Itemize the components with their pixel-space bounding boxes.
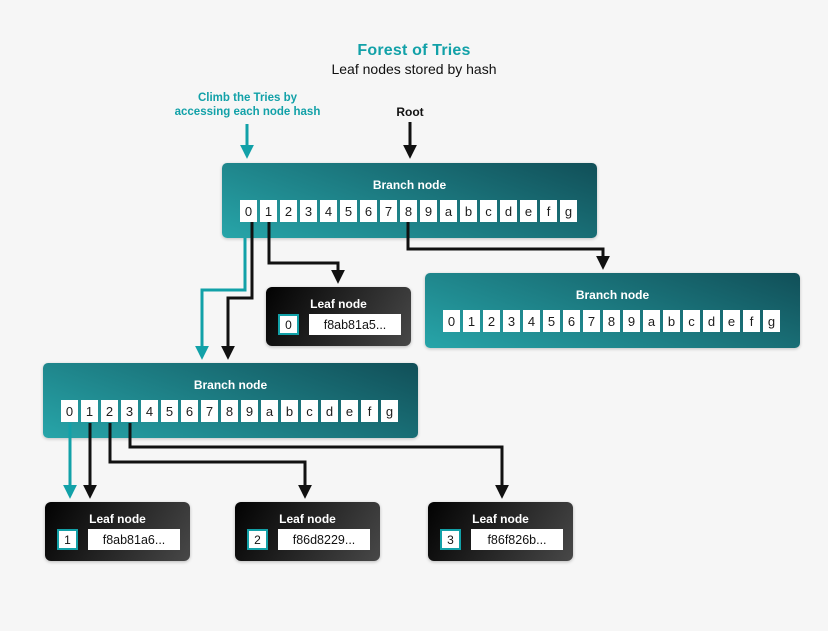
leaf-hash-box: f86f826b...	[471, 529, 563, 550]
hash-cell: 8	[400, 200, 417, 222]
hash-cell: d	[703, 310, 720, 332]
hash-cell: 2	[101, 400, 118, 422]
hash-cell: 3	[121, 400, 138, 422]
hash-cell: d	[321, 400, 338, 422]
hash-cell: 4	[141, 400, 158, 422]
hash-cell: 2	[280, 200, 297, 222]
hash-cell: a	[440, 200, 457, 222]
hash-cell: 9	[420, 200, 437, 222]
leaf-node-0: Leaf node 0 f8ab81a5...	[266, 287, 411, 346]
hash-cell: c	[683, 310, 700, 332]
leaf-hash-box: f86d8229...	[278, 529, 370, 550]
leaf-node-2: Leaf node 2 f86d8229...	[235, 502, 380, 561]
hash-cell: 9	[241, 400, 258, 422]
root-annotation: Root	[396, 105, 424, 119]
arrow-cell0-to-left-branch	[221, 222, 254, 360]
page-subtitle: Leaf nodes stored by hash	[331, 61, 497, 77]
hash-cell: g	[381, 400, 398, 422]
hash-cell: 4	[320, 200, 337, 222]
hash-cell: b	[281, 400, 298, 422]
leaf-hash-box: f8ab81a5...	[309, 314, 401, 335]
hash-cell: e	[341, 400, 358, 422]
hash-cell: e	[723, 310, 740, 332]
hash-cell: 9	[623, 310, 640, 332]
hash-cell: 4	[523, 310, 540, 332]
leaf-hash-box: f8ab81a6...	[88, 529, 180, 550]
hash-cell: 6	[181, 400, 198, 422]
leaf-index-box: 2	[247, 529, 268, 550]
climb-annotation: Climb the Tries by accessing each node h…	[120, 91, 375, 119]
hash-cell: 3	[300, 200, 317, 222]
climb-annotation-line2: accessing each node hash	[174, 106, 321, 118]
hash-cell: 0	[61, 400, 78, 422]
hash-cell: d	[500, 200, 517, 222]
hash-cell: b	[663, 310, 680, 332]
hash-cell: e	[520, 200, 537, 222]
hash-cell: 8	[221, 400, 238, 422]
hash-cell: 3	[503, 310, 520, 332]
hash-cell: 2	[483, 310, 500, 332]
hash-cell: 7	[380, 200, 397, 222]
leaf-node-label: Leaf node	[89, 512, 146, 526]
branch-node-label: Branch node	[193, 378, 268, 392]
leaf-node-label: Leaf node	[279, 512, 336, 526]
hash-cell: a	[261, 400, 278, 422]
hash-cell: 7	[583, 310, 600, 332]
hash-cell: c	[301, 400, 318, 422]
hash-cell: 7	[201, 400, 218, 422]
hash-cell: 6	[360, 200, 377, 222]
hash-cell: 0	[240, 200, 257, 222]
hash-cell: 1	[463, 310, 480, 332]
hash-cell: g	[560, 200, 577, 222]
hash-cell: 0	[443, 310, 460, 332]
leaf-node-1: Leaf node 1 f8ab81a6...	[45, 502, 190, 561]
leaf-index-box: 1	[57, 529, 78, 550]
hash-cell: g	[763, 310, 780, 332]
hash-cell: a	[643, 310, 660, 332]
leaf-node-3: Leaf node 3 f86f826b...	[428, 502, 573, 561]
hash-cell: b	[460, 200, 477, 222]
hash-cell: 5	[161, 400, 178, 422]
leaf-node-label: Leaf node	[472, 512, 529, 526]
hash-cell: f	[361, 400, 378, 422]
hash-cell: c	[480, 200, 497, 222]
hash-cell: f	[743, 310, 760, 332]
branch-node-label: Branch node	[372, 178, 447, 192]
hash-cell: 5	[340, 200, 357, 222]
hash-cell: 8	[603, 310, 620, 332]
page-title: Forest of Tries	[357, 42, 471, 59]
hash-cell: 1	[260, 200, 277, 222]
hash-cell: f	[540, 200, 557, 222]
hash-cell: 1	[81, 400, 98, 422]
branch-node-label: Branch node	[575, 288, 650, 302]
hash-cell: 5	[543, 310, 560, 332]
hash-cell: 6	[563, 310, 580, 332]
climb-annotation-line1: Climb the Tries by	[197, 92, 298, 104]
leaf-index-box: 0	[278, 314, 299, 335]
arrow-teal-root-to-left-branch	[195, 238, 247, 360]
leaf-node-label: Leaf node	[310, 297, 367, 311]
leaf-index-box: 3	[440, 529, 461, 550]
